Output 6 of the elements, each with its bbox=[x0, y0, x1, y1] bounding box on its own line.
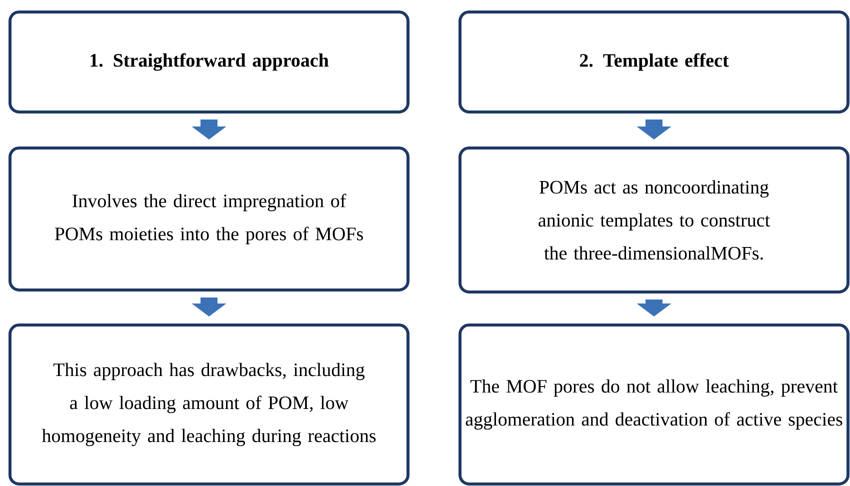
title-box: 1. Straightforward approach bbox=[8, 10, 410, 114]
text-box: The MOF pores do not allow leaching, prevent agglomeration and deactivation of active species bbox=[458, 324, 850, 486]
title-box: 2. Template effect bbox=[458, 10, 850, 114]
text-box: Involves the direct impregnation of POMs moieties into the pores of MOFs bbox=[8, 146, 410, 292]
text-box: This approach has drawbacks, including a low loading amount of POM, low homogeneity and leaching during reactions bbox=[8, 324, 410, 486]
text-box: POMs act as noncoordinating anionic templates to construct the three-dimensionalMOFs. bbox=[458, 146, 850, 294]
